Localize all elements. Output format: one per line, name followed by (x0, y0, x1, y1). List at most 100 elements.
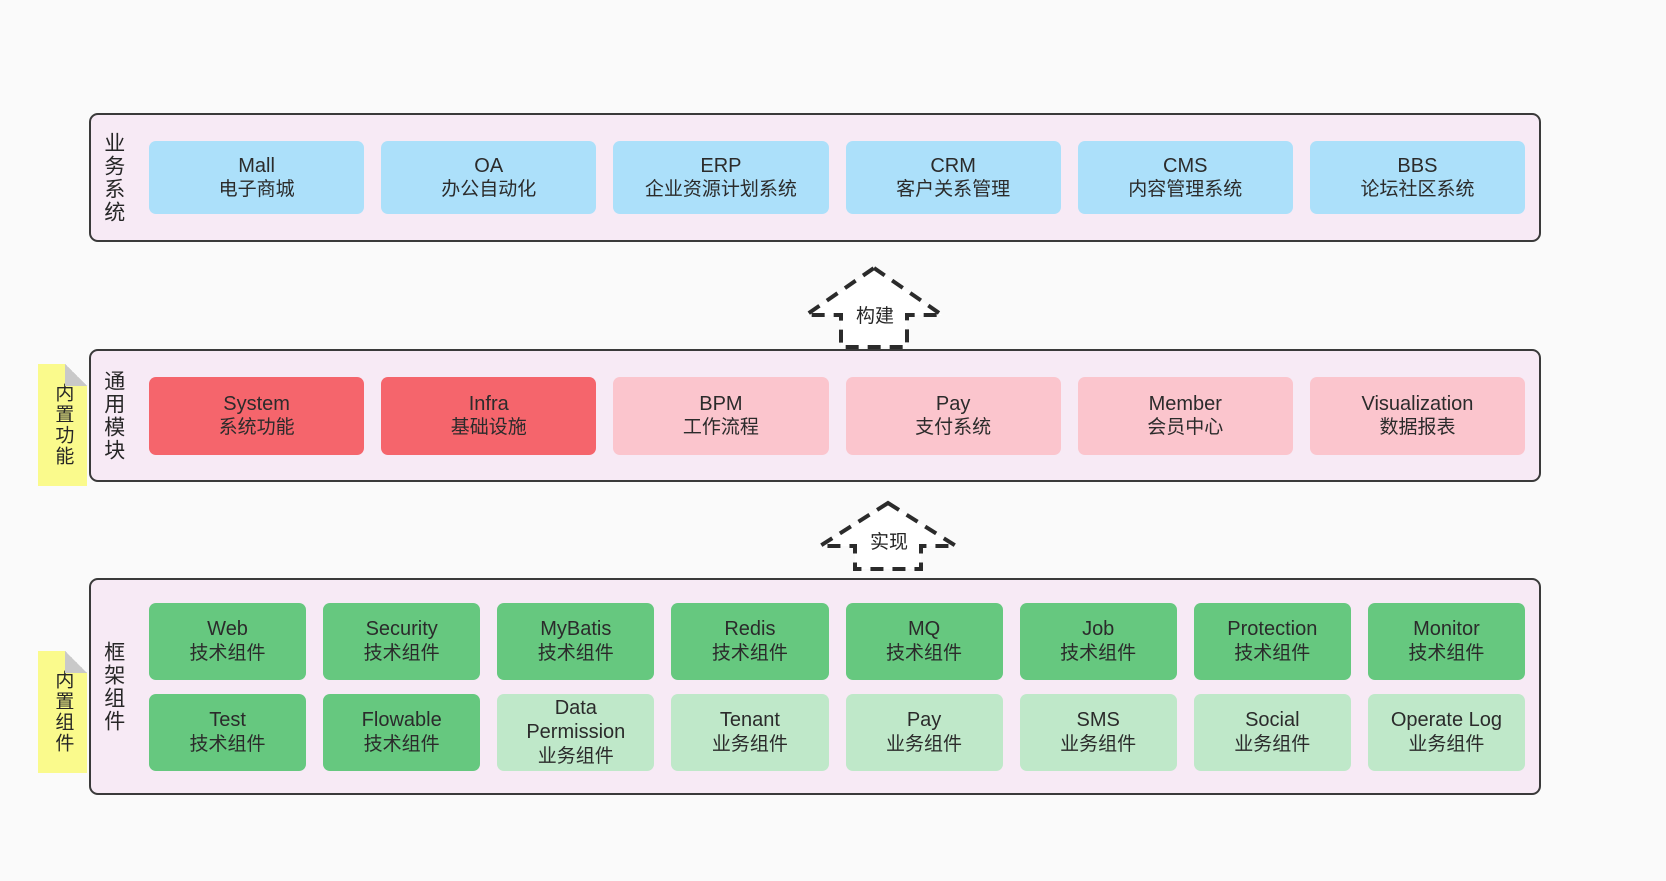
connector-implement-label: 实现 (869, 532, 909, 553)
card-job-subtitle: 技术组件 (1060, 642, 1137, 664)
card-tenant-title: Tenant (719, 709, 780, 732)
card-flowable-title: Flowable (361, 709, 442, 732)
card-pay-component[interactable]: Pay 业务组件 (845, 693, 1003, 771)
card-infra[interactable]: Infra 基础设施 (381, 376, 597, 455)
card-erp-title: ERP (700, 154, 742, 177)
note-builtin-function-label: 内置功能 (52, 383, 74, 467)
card-bpm-subtitle: 工作流程 (682, 417, 759, 439)
card-security[interactable]: Security 技术组件 (323, 602, 481, 680)
card-test-title: Test (209, 709, 246, 732)
framework-tech-row: Web 技术组件 Security 技术组件 MyBatis 技术组件 Redi… (149, 602, 1525, 680)
card-job[interactable]: Job 技术组件 (1019, 602, 1177, 680)
card-mq[interactable]: MQ 技术组件 (845, 602, 1003, 680)
card-pay-module-title: Pay (935, 392, 971, 415)
card-redis[interactable]: Redis 技术组件 (671, 602, 829, 680)
card-pay-component-title: Pay (906, 709, 942, 732)
card-test[interactable]: Test 技术组件 (149, 693, 307, 771)
card-web-title: Web (207, 618, 248, 641)
card-bbs-subtitle: 论坛社区系统 (1360, 179, 1475, 201)
card-system-title: System (223, 392, 290, 415)
implement-arrow-shape (813, 500, 963, 571)
card-monitor-subtitle: 技术组件 (1408, 642, 1485, 664)
card-mq-title: MQ (907, 618, 941, 641)
module-card-row: System 系统功能 Infra 基础设施 BPM 工作流程 Pay 支付系统… (149, 376, 1526, 455)
card-operate-log-subtitle: 业务组件 (1408, 733, 1485, 755)
card-member[interactable]: Member 会员中心 (1077, 376, 1293, 455)
card-sms[interactable]: SMS 业务组件 (1019, 693, 1177, 771)
connector-build-label: 构建 (855, 306, 895, 327)
card-system[interactable]: System 系统功能 (149, 376, 365, 455)
card-infra-title: Infra (468, 392, 509, 415)
card-protection-subtitle: 技术组件 (1234, 642, 1311, 664)
card-web-subtitle: 技术组件 (189, 642, 266, 664)
card-data-permission[interactable]: Data Permission 业务组件 (497, 693, 655, 771)
layer-business-system-body: Mall 电子商城 OA 办公自动化 ERP 企业资源计划系统 CRM 客户关系… (135, 115, 1539, 240)
layer-business-system: 业务系统 Mall 电子商城 OA 办公自动化 ERP 企业资源计划系统 CRM… (89, 113, 1541, 242)
card-crm-title: CRM (930, 154, 976, 177)
card-social[interactable]: Social 业务组件 (1193, 693, 1351, 771)
card-mybatis-subtitle: 技术组件 (537, 642, 614, 664)
card-tenant-subtitle: 业务组件 (711, 733, 788, 755)
layer-common-module-body: System 系统功能 Infra 基础设施 BPM 工作流程 Pay 支付系统… (135, 351, 1539, 480)
note-builtin-function: 内置功能 (38, 364, 87, 486)
framework-business-row: Test 技术组件 Flowable 技术组件 Data Permission … (149, 693, 1525, 771)
card-job-title: Job (1082, 618, 1115, 641)
card-data-permission-subtitle: 业务组件 (537, 745, 614, 767)
card-erp[interactable]: ERP 企业资源计划系统 (613, 141, 829, 214)
card-visualization-subtitle: 数据报表 (1379, 417, 1456, 439)
note-builtin-component-label: 内置组件 (52, 670, 74, 754)
card-bpm-title: BPM (699, 392, 743, 415)
card-operate-log-title: Operate Log (1390, 709, 1503, 732)
connector-build: 构建 (799, 265, 949, 350)
card-test-subtitle: 技术组件 (189, 733, 266, 755)
card-oa[interactable]: OA 办公自动化 (381, 141, 597, 214)
card-social-title: Social (1245, 709, 1300, 732)
card-sms-title: SMS (1076, 709, 1120, 732)
card-flowable[interactable]: Flowable 技术组件 (323, 693, 481, 771)
card-web[interactable]: Web 技术组件 (149, 602, 307, 680)
card-sms-subtitle: 业务组件 (1060, 733, 1137, 755)
card-mybatis[interactable]: MyBatis 技术组件 (497, 602, 655, 680)
layer-business-system-label: 业务系统 (101, 131, 125, 224)
card-cms-subtitle: 内容管理系统 (1128, 179, 1243, 201)
build-arrow-shape (799, 265, 949, 349)
card-oa-subtitle: 办公自动化 (441, 179, 537, 201)
card-bpm[interactable]: BPM 工作流程 (613, 376, 829, 455)
card-member-subtitle: 会员中心 (1147, 417, 1224, 439)
card-cms-title: CMS (1163, 154, 1208, 177)
card-protection[interactable]: Protection 技术组件 (1193, 602, 1351, 680)
card-social-subtitle: 业务组件 (1234, 733, 1311, 755)
card-visualization[interactable]: Visualization 数据报表 (1309, 376, 1526, 455)
layer-common-module: 通用模块 System 系统功能 Infra 基础设施 BPM 工作流程 Pay… (89, 349, 1541, 482)
card-visualization-title: Visualization (1361, 392, 1474, 415)
card-monitor-title: Monitor (1413, 618, 1480, 641)
card-monitor[interactable]: Monitor 技术组件 (1367, 602, 1525, 680)
card-pay-module[interactable]: Pay 支付系统 (845, 376, 1061, 455)
business-card-row: Mall 电子商城 OA 办公自动化 ERP 企业资源计划系统 CRM 客户关系… (149, 141, 1526, 214)
card-infra-subtitle: 基础设施 (450, 417, 527, 439)
card-crm-subtitle: 客户关系管理 (896, 179, 1011, 201)
card-system-subtitle: 系统功能 (218, 417, 295, 439)
card-redis-subtitle: 技术组件 (711, 642, 788, 664)
card-operate-log[interactable]: Operate Log 业务组件 (1367, 693, 1525, 771)
card-tenant[interactable]: Tenant 业务组件 (671, 693, 829, 771)
card-pay-component-subtitle: 业务组件 (886, 733, 963, 755)
card-redis-title: Redis (724, 618, 776, 641)
card-crm[interactable]: CRM 客户关系管理 (845, 141, 1061, 214)
layer-framework-component-label: 框架组件 (101, 640, 125, 733)
card-cms[interactable]: CMS 内容管理系统 (1077, 141, 1293, 214)
card-mq-subtitle: 技术组件 (886, 642, 963, 664)
card-mall[interactable]: Mall 电子商城 (149, 141, 365, 214)
card-erp-subtitle: 企业资源计划系统 (644, 179, 797, 201)
card-security-title: Security (365, 618, 438, 641)
card-bbs[interactable]: BBS 论坛社区系统 (1309, 141, 1526, 214)
note-builtin-component: 内置组件 (38, 651, 87, 773)
connector-implement: 实现 (813, 500, 963, 572)
card-mall-title: Mall (238, 154, 275, 177)
layer-framework-component: 框架组件 Web 技术组件 Security 技术组件 MyBatis 技术组件… (89, 578, 1541, 795)
card-oa-title: OA (474, 154, 504, 177)
card-protection-title: Protection (1227, 618, 1318, 641)
card-mall-subtitle: 电子商城 (218, 179, 295, 201)
card-mybatis-title: MyBatis (540, 618, 612, 641)
